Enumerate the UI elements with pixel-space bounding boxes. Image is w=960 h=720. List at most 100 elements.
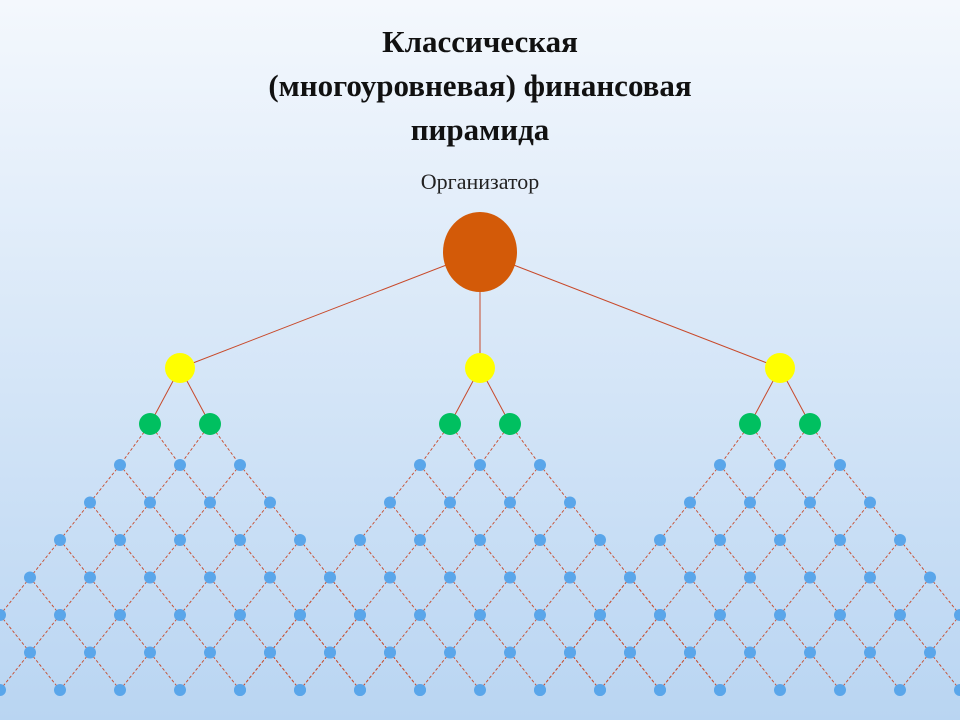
member-link: [869, 539, 901, 578]
member-node: [354, 534, 366, 546]
member-node: [744, 646, 756, 659]
member-link: [809, 502, 841, 541]
level2-row-link: [449, 423, 481, 466]
member-node: [84, 646, 96, 659]
member-link: [629, 577, 661, 616]
member-node: [444, 646, 456, 659]
member-link: [839, 464, 871, 503]
member-link: [779, 614, 811, 653]
member-link: [569, 614, 601, 653]
member-link: [749, 614, 781, 653]
member-link: [119, 464, 151, 503]
member-link: [89, 652, 121, 691]
member-link: [179, 464, 211, 503]
member-link: [389, 539, 421, 578]
member-node: [774, 459, 786, 471]
nodes-layer: [0, 212, 960, 696]
member-link: [209, 502, 241, 541]
member-link: [29, 652, 61, 691]
member-node: [414, 609, 426, 621]
member-link: [269, 502, 301, 541]
member-link: [59, 652, 91, 691]
member-link: [419, 652, 451, 691]
member-node: [894, 609, 906, 621]
member-link: [209, 652, 241, 691]
member-link: [179, 652, 211, 691]
member-node: [324, 646, 336, 659]
member-link: [809, 614, 841, 653]
member-link: [119, 502, 151, 541]
member-node: [294, 684, 306, 696]
member-link: [0, 614, 31, 653]
level2-node: [799, 413, 821, 435]
member-link: [119, 577, 151, 616]
member-link: [689, 614, 721, 653]
member-link: [629, 614, 661, 653]
member-link: [149, 464, 181, 503]
member-node: [564, 646, 576, 659]
member-node: [144, 646, 156, 659]
member-node: [474, 534, 486, 546]
member-node: [174, 609, 186, 621]
member-node: [684, 496, 696, 509]
member-node: [834, 684, 846, 696]
level2-row-link: [749, 423, 781, 466]
member-node: [534, 534, 546, 546]
member-node: [504, 496, 516, 509]
member-link: [419, 502, 451, 541]
member-node: [114, 684, 126, 696]
organizer-link: [479, 251, 781, 369]
member-link: [479, 539, 511, 578]
member-node: [594, 684, 606, 696]
member-node: [744, 496, 756, 509]
member-link: [449, 539, 481, 578]
member-link: [89, 464, 121, 503]
member-link: [839, 577, 871, 616]
level1-node: [165, 353, 195, 383]
member-link: [0, 652, 31, 691]
member-link: [149, 577, 181, 616]
member-link: [119, 614, 151, 653]
member-link: [299, 577, 331, 616]
member-link: [449, 614, 481, 653]
level2-row-link: [719, 423, 751, 466]
member-node: [264, 496, 276, 509]
member-node: [774, 684, 786, 696]
member-node: [264, 571, 276, 584]
member-link: [149, 614, 181, 653]
member-node: [834, 459, 846, 471]
member-node: [864, 496, 876, 509]
member-node: [654, 684, 666, 696]
member-node: [774, 534, 786, 546]
links-layer: [0, 251, 960, 691]
member-node: [744, 571, 756, 584]
member-node: [924, 571, 936, 584]
member-node: [894, 684, 906, 696]
member-node: [414, 534, 426, 546]
member-node: [84, 571, 96, 584]
level2-row-link: [509, 423, 541, 466]
member-link: [89, 614, 121, 653]
member-link: [629, 652, 661, 691]
member-node: [594, 534, 606, 546]
member-node: [924, 646, 936, 659]
member-link: [329, 614, 361, 653]
level2-row-link: [119, 423, 151, 466]
member-node: [714, 534, 726, 546]
member-link: [899, 577, 931, 616]
member-link: [59, 502, 91, 541]
member-node: [954, 609, 960, 621]
member-link: [779, 502, 811, 541]
member-link: [689, 464, 721, 503]
member-node: [894, 534, 906, 546]
member-link: [239, 502, 271, 541]
member-link: [299, 652, 331, 691]
level2-node: [739, 413, 761, 435]
member-link: [29, 539, 61, 578]
member-node: [414, 684, 426, 696]
member-link: [479, 652, 511, 691]
member-link: [359, 502, 391, 541]
member-link: [779, 577, 811, 616]
member-node: [804, 571, 816, 584]
